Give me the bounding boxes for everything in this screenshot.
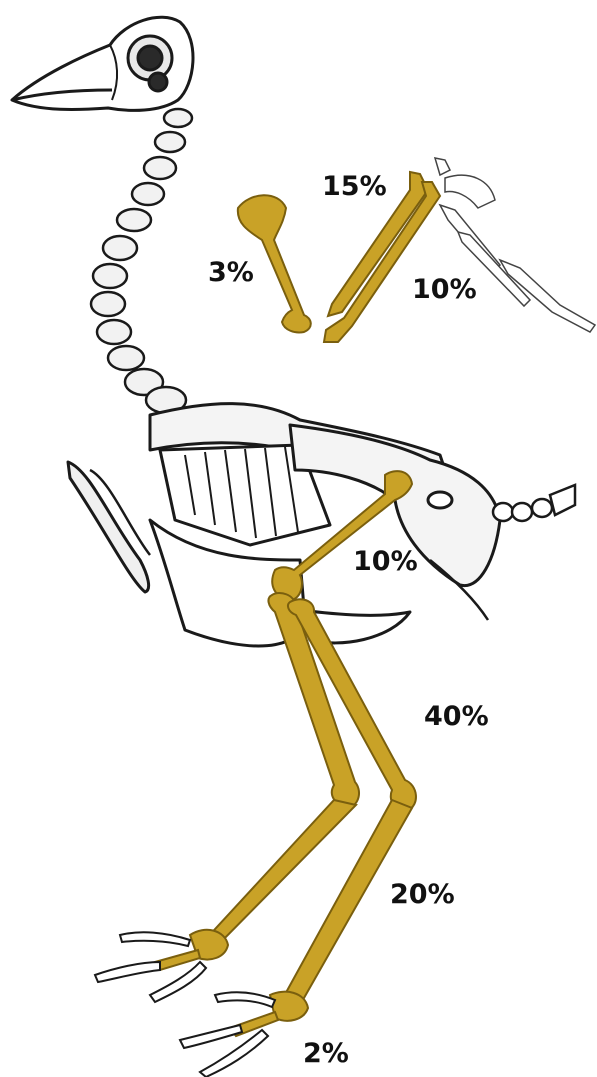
tail-vertebrae xyxy=(493,485,575,521)
tibiotarsus-percent-label: 40% xyxy=(424,703,489,730)
foot-percent-label: 2% xyxy=(303,1040,349,1067)
tarsometatarsus-percent-label: 20% xyxy=(390,881,455,908)
wing-hand-outline xyxy=(435,158,595,332)
femur-percent-label: 10% xyxy=(353,548,418,575)
radius-percent-label: 10% xyxy=(412,276,477,303)
skull xyxy=(12,17,193,110)
ulna-percent-label: 15% xyxy=(322,173,387,200)
humerus-percent-label: 3% xyxy=(208,259,254,286)
neck-vertebrae xyxy=(91,109,192,413)
radius-bone xyxy=(324,182,440,342)
